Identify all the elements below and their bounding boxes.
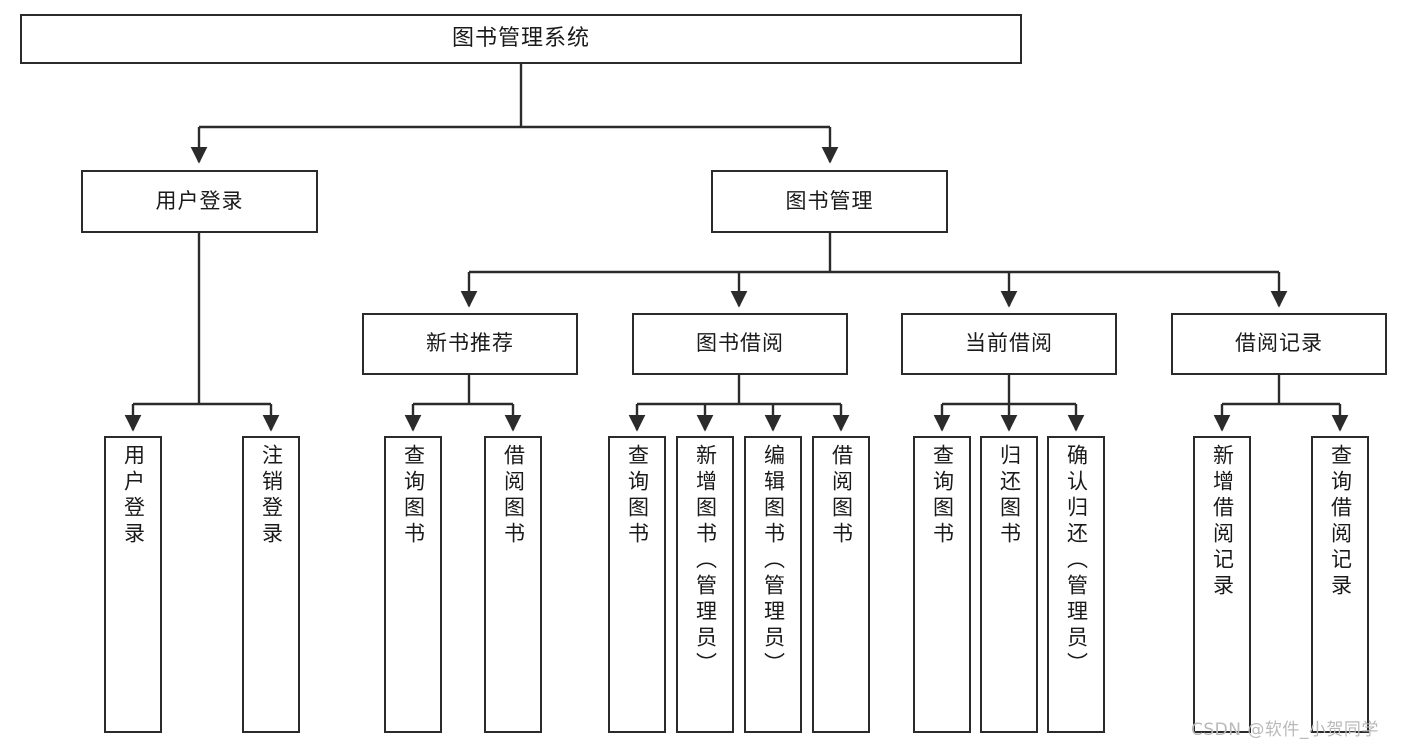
watermark: CSDN @软件_小贺同学 bbox=[1191, 720, 1379, 740]
node-current-borrow-label: 当前借阅 bbox=[965, 331, 1053, 356]
node-root-label: 图书管理系统 bbox=[451, 25, 590, 51]
node-user-login[interactable]: 用户登录 bbox=[81, 170, 318, 233]
node-leaf-logout-login[interactable]: 注销登录 bbox=[242, 436, 300, 733]
node-borrow-record-label: 借阅记录 bbox=[1235, 331, 1323, 356]
node-new-book-recommend[interactable]: 新书推荐 bbox=[362, 313, 578, 375]
node-book-borrow[interactable]: 图书借阅 bbox=[632, 313, 848, 375]
node-leaf-query-book-1-label: 查询图书 bbox=[401, 444, 426, 548]
node-leaf-logout-login-label: 注销登录 bbox=[259, 444, 284, 548]
node-leaf-query-record[interactable]: 查询借阅记录 bbox=[1311, 436, 1369, 733]
node-leaf-add-book-label: 新增图书（管理员） bbox=[693, 444, 718, 678]
node-leaf-query-book-3[interactable]: 查询图书 bbox=[913, 436, 971, 733]
node-leaf-user-login-label: 用户登录 bbox=[121, 444, 146, 548]
node-leaf-add-record[interactable]: 新增借阅记录 bbox=[1193, 436, 1251, 733]
node-leaf-add-record-label: 新增借阅记录 bbox=[1210, 444, 1235, 600]
node-leaf-return-book-label: 归还图书 bbox=[997, 444, 1022, 548]
node-leaf-add-book[interactable]: 新增图书（管理员） bbox=[676, 436, 734, 733]
node-book-manage[interactable]: 图书管理 bbox=[711, 170, 948, 233]
node-leaf-borrow-book-2[interactable]: 借阅图书 bbox=[812, 436, 870, 733]
node-leaf-query-book-2[interactable]: 查询图书 bbox=[608, 436, 666, 733]
node-leaf-query-book-3-label: 查询图书 bbox=[930, 444, 955, 548]
node-borrow-record[interactable]: 借阅记录 bbox=[1171, 313, 1387, 375]
node-leaf-borrow-book-1[interactable]: 借阅图书 bbox=[484, 436, 542, 733]
node-leaf-query-book-1[interactable]: 查询图书 bbox=[384, 436, 442, 733]
node-leaf-edit-book-label: 编辑图书（管理员） bbox=[761, 444, 786, 678]
node-leaf-borrow-book-2-label: 借阅图书 bbox=[829, 444, 854, 548]
node-book-borrow-label: 图书借阅 bbox=[696, 331, 784, 356]
node-current-borrow[interactable]: 当前借阅 bbox=[901, 313, 1117, 375]
node-leaf-borrow-book-1-label: 借阅图书 bbox=[501, 444, 526, 548]
node-leaf-query-record-label: 查询借阅记录 bbox=[1328, 444, 1353, 600]
node-leaf-query-book-2-label: 查询图书 bbox=[625, 444, 650, 548]
node-leaf-user-login[interactable]: 用户登录 bbox=[104, 436, 162, 733]
node-leaf-confirm-return-label: 确认归还（管理员） bbox=[1064, 444, 1089, 678]
node-new-book-recommend-label: 新书推荐 bbox=[426, 331, 514, 356]
node-root[interactable]: 图书管理系统 bbox=[20, 14, 1022, 64]
node-leaf-edit-book[interactable]: 编辑图书（管理员） bbox=[744, 436, 802, 733]
node-leaf-return-book[interactable]: 归还图书 bbox=[980, 436, 1038, 733]
node-book-manage-label: 图书管理 bbox=[785, 188, 874, 213]
node-leaf-confirm-return[interactable]: 确认归还（管理员） bbox=[1047, 436, 1105, 733]
node-user-login-label: 用户登录 bbox=[155, 188, 244, 213]
